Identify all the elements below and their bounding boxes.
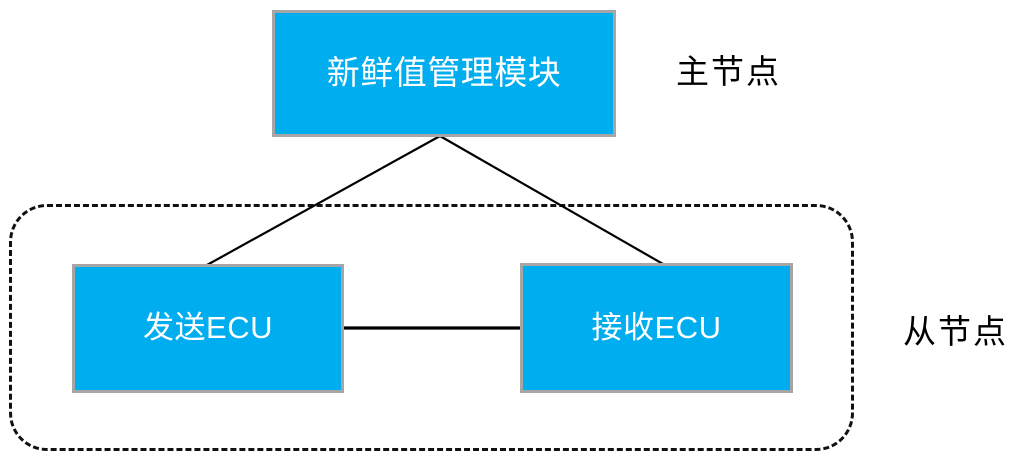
node-receiver-ecu-label: 接收ECU: [591, 309, 722, 345]
node-sender-ecu[interactable]: 发送ECU: [72, 264, 344, 393]
node-sender-ecu-label: 发送ECU: [143, 310, 273, 346]
slave-node-side-label: 从节点: [903, 315, 1008, 351]
node-receiver-ecu[interactable]: 接收ECU: [520, 263, 793, 393]
node-master-module-label: 新鲜值管理模块: [326, 54, 562, 92]
node-master-module[interactable]: 新鲜值管理模块: [272, 10, 616, 137]
master-node-side-label: 主节点: [676, 55, 781, 91]
